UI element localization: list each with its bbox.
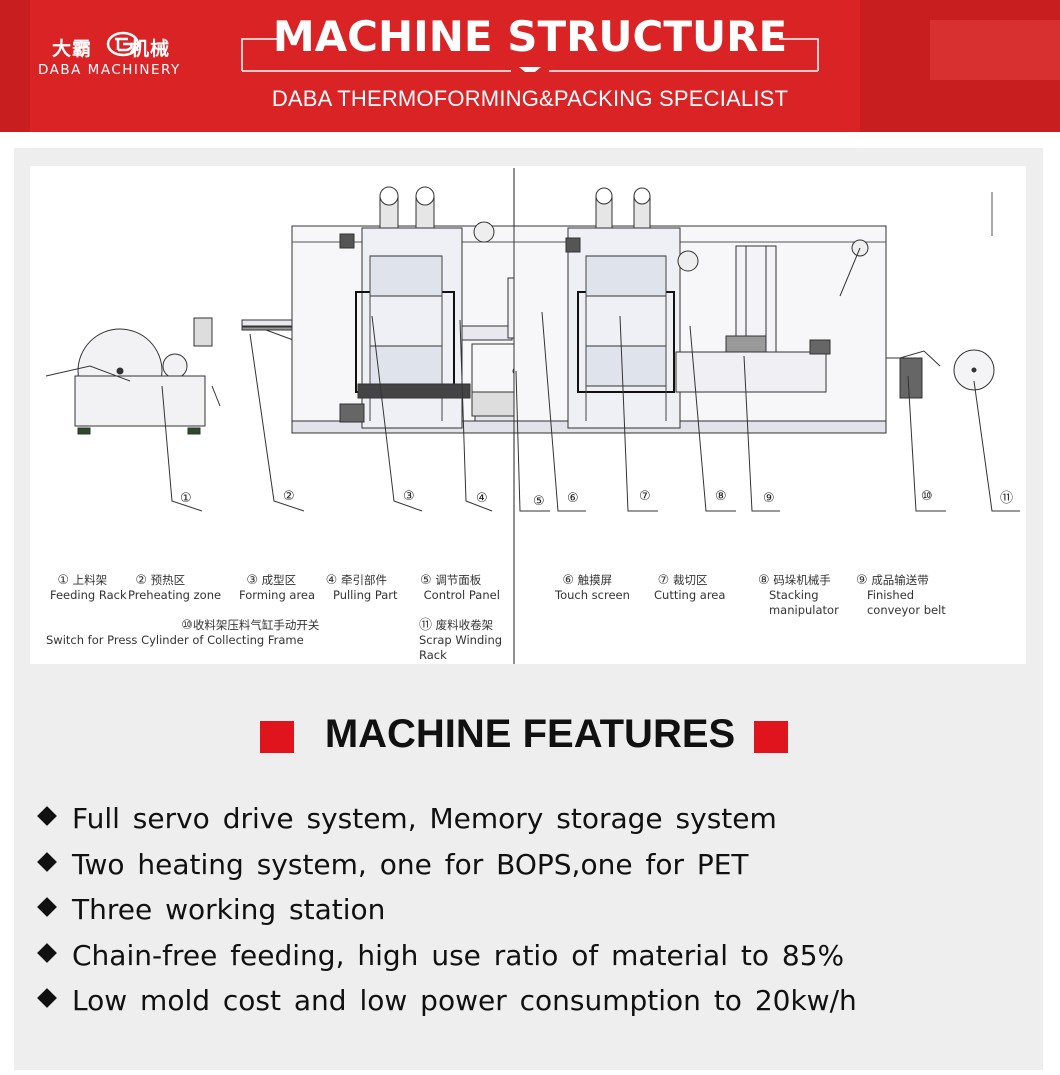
features-title: MACHINE FEATURES (324, 712, 736, 756)
header-banner: 大霸 机械 DABA MACHINERY MACHINE STRUCTURE DA… (0, 0, 1060, 132)
callout-11: ⑪ (1000, 491, 1013, 506)
legend-item: ⑧ 码垛机械手 Stacking manipulator (758, 573, 839, 617)
callout-1: ① (180, 491, 192, 506)
main-frame-right (513, 187, 887, 434)
callout-7: ⑦ (639, 489, 651, 504)
title-marker (260, 721, 294, 753)
diamond-bullet-icon (37, 851, 57, 872)
legend-item: ⑦ 裁切区 Cutting area (654, 573, 726, 602)
callout-10: ⑩ (921, 489, 933, 504)
features-list: Full servo drive system, Memory storage … (37, 802, 857, 1030)
legend-item: ⑤ 调节面板 Control Panel (420, 573, 500, 602)
callout-2: ② (283, 489, 295, 504)
header-shade (930, 20, 1060, 80)
feature-item: Full servo drive system, Memory storage … (37, 802, 857, 848)
diamond-bullet-icon (37, 942, 57, 963)
callout-6: ⑥ (567, 491, 579, 506)
feature-item: Three working station (37, 893, 857, 939)
legend-item: ③ 成型区 Forming area (239, 573, 316, 602)
legend-item: ⑥ 触摸屏 Touch screen (555, 573, 630, 602)
machine-drawing: ① ② ③ ④ ⑤ ⑥ ⑦ ⑧ ⑨ ⑩ ⑪ (45, 168, 1020, 664)
callout-9: ⑨ (763, 491, 775, 506)
logo-en-text: DABA MACHINERY (38, 62, 181, 78)
page-subtitle: DABA THERMOFORMING&PACKING SPECIALIST (271, 86, 789, 111)
feeding-rack-drawing (45, 317, 221, 435)
title-marker (754, 721, 788, 753)
legend-item: ⑨ 成品输送带 Finished conveyor belt (856, 573, 946, 617)
daba-logo[interactable]: 大霸 机械 DABA MACHINERY (38, 30, 208, 90)
title-frame (241, 38, 819, 72)
diamond-bullet-icon (37, 806, 57, 826)
feature-item: Low mold cost and low power consumption … (37, 984, 857, 1030)
callout-3: ③ (403, 489, 415, 504)
diamond-bullet-icon (37, 897, 57, 918)
feature-item: Two heating system, one for BOPS,one for… (37, 848, 857, 894)
legend-item: ② 预热区 Preheating zone (128, 573, 222, 602)
logo-cn-text: 机械 (130, 38, 171, 60)
legend-item: ① 上料架 Feeding Rack (50, 573, 127, 602)
callout-8: ⑧ (715, 489, 727, 504)
callout-4: ④ (476, 491, 488, 506)
logo-mark-icon (106, 31, 140, 57)
feature-item: Chain-free feeding, high use ratio of ma… (37, 939, 857, 985)
callout-5: ⑤ (533, 494, 545, 509)
legend-item: ⑩收料架压料气缸手动开关 Switch for Press Cylinder o… (46, 618, 320, 647)
logo-cn-text: 大霸 (52, 38, 93, 60)
scrap-winding-drawing (886, 349, 995, 399)
page-title: MACHINE STRUCTURE (272, 12, 788, 61)
legend-item: ⑪ 废料收卷架 Scrap Winding Rack (419, 618, 503, 662)
diamond-bullet-icon (37, 988, 57, 1009)
header-shade (0, 0, 30, 132)
legend-item: ④ 牵引部件 Pulling Part (325, 573, 398, 602)
machine-structure-diagram: ① ② ③ ④ ⑤ ⑥ ⑦ ⑧ ⑨ ⑩ ⑪ ① 上料架 Feeding Rack… (30, 166, 1026, 664)
